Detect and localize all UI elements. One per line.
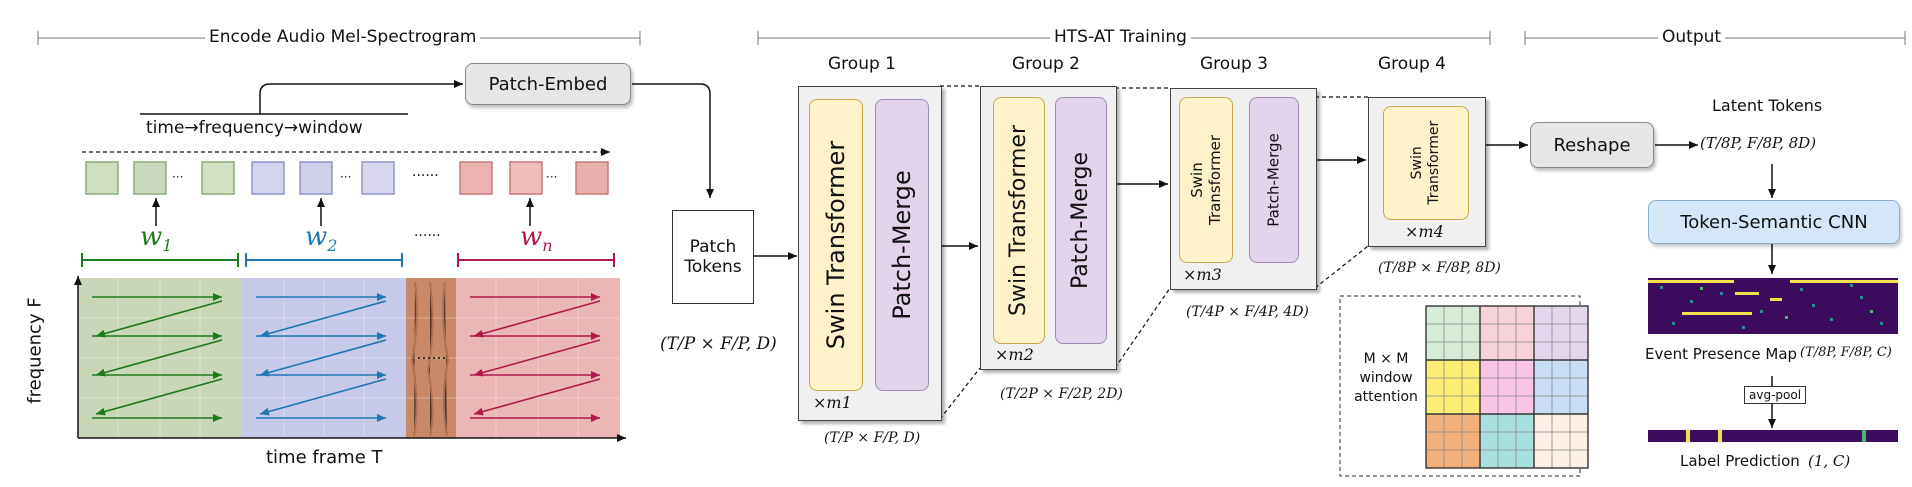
group-2-swin-transformer: Swin Transformer <box>993 97 1045 344</box>
ellipsis-2: ··· <box>340 170 352 184</box>
section-output-title: Output <box>1658 27 1726 47</box>
order-label: time→frequency→window <box>146 118 363 138</box>
patch-row <box>85 161 609 195</box>
ellipsis-1: ··· <box>172 170 184 184</box>
group-1-multiplier: ×m1 <box>813 393 852 412</box>
group-3-patch-merge: Patch-Merge <box>1249 97 1299 263</box>
group-1-swin-transformer: Swin Transformer <box>809 99 863 391</box>
group-3-swin-transformer: Swin Transformer <box>1179 97 1233 263</box>
token-semantic-cnn-label: Token-Semantic CNN <box>1680 211 1868 233</box>
reshape-label: Reshape <box>1553 134 1631 156</box>
patch-tokens-shape: (T/P × F/P, D) <box>660 334 777 354</box>
avg-pool-box: avg-pool <box>1744 386 1807 404</box>
group-2-multiplier: ×m2 <box>995 345 1034 364</box>
section-encode-title: Encode Audio Mel-Spectrogram <box>205 27 481 47</box>
event-presence-map-label: Event Presence Map <box>1645 345 1798 363</box>
group-1-shape: (T/P × F/P, D) <box>824 430 921 446</box>
patch-embed-box: Patch-Embed <box>465 63 631 105</box>
group-2-patch-merge: Patch-Merge <box>1055 97 1107 344</box>
ellipsis-3: ······ <box>412 168 439 184</box>
ellipsis-4: ··· <box>546 170 558 184</box>
patch-tokens-box: Patch Tokens <box>672 210 754 304</box>
group-3-shape: (T/4P × F/4P, 4D) <box>1186 304 1309 320</box>
group-4-multiplier: ×m4 <box>1405 222 1444 241</box>
token-semantic-cnn-box: Token-Semantic CNN <box>1648 200 1900 244</box>
window-label-w2: w2 <box>305 222 338 256</box>
time-axis-label: time frame T <box>266 447 383 468</box>
group-2: Swin Transformer Patch-Merge ×m2 <box>980 86 1117 370</box>
event-presence-map <box>1648 278 1898 442</box>
group-4-label: Group 4 <box>1378 54 1446 74</box>
frequency-axis-label: frequency F <box>24 297 46 404</box>
group-2-shape: (T/2P × F/2P, 2D) <box>1000 386 1123 402</box>
window-label-wn: wn <box>520 222 553 256</box>
patch-embed-label: Patch-Embed <box>488 73 608 95</box>
group-2-label: Group 2 <box>1012 54 1080 74</box>
window-label-w1: w1 <box>140 222 173 256</box>
group-1: Swin Transformer Patch-Merge ×m1 <box>798 86 942 421</box>
reshape-box: Reshape <box>1530 122 1654 168</box>
group-3: Swin Transformer Patch-Merge ×m3 <box>1170 88 1317 290</box>
group-4-swin-transformer: Swin Transformer <box>1383 106 1469 220</box>
label-prediction-shape: (1, C) <box>1808 452 1851 470</box>
window-attention-grid <box>1339 295 1589 477</box>
event-presence-map-shape: (T/8P, F/8P, C) <box>1800 345 1892 360</box>
group-4-shape: (T/8P × F/8P, 8D) <box>1378 260 1501 276</box>
group-3-label: Group 3 <box>1200 54 1268 74</box>
section-training-title: HTS-AT Training <box>1050 27 1191 47</box>
group-1-patch-merge: Patch-Merge <box>875 99 929 391</box>
group-3-multiplier: ×m3 <box>1183 265 1222 284</box>
ellipsis-window: ······ <box>414 228 441 244</box>
group-4: Swin Transformer ×m4 <box>1368 97 1486 247</box>
latent-tokens-shape: (T/8P, F/8P, 8D) <box>1700 134 1817 152</box>
latent-tokens-label: Latent Tokens <box>1712 96 1823 115</box>
group-1-label: Group 1 <box>828 54 896 74</box>
label-prediction-label: Label Prediction <box>1680 452 1800 470</box>
window-attention-label: M × M window attention <box>1354 351 1418 405</box>
